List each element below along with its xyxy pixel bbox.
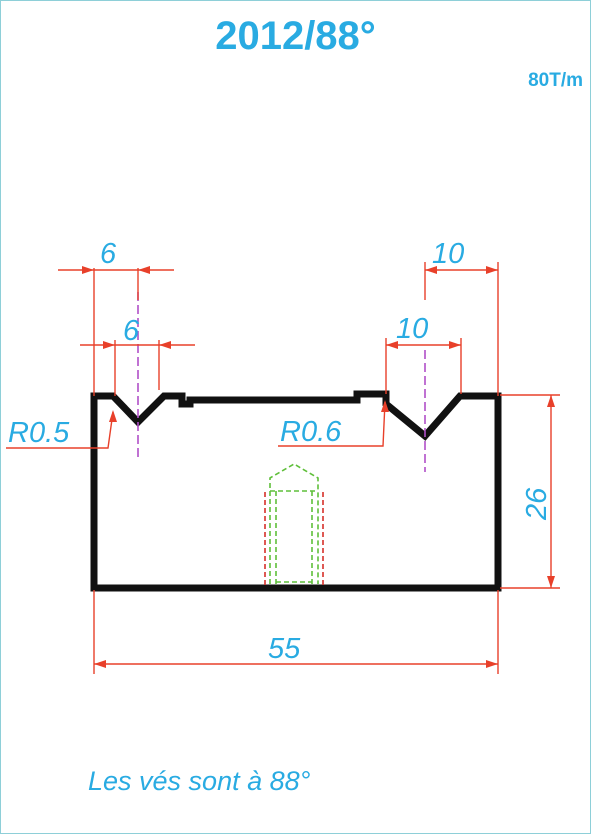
die-title: 2012/88° — [215, 14, 376, 58]
dim-left-radius: R0.5 — [8, 417, 70, 449]
hidden-bolt-hole — [264, 463, 324, 588]
tonnage-rating: 80T/m — [528, 70, 583, 91]
dim-overall-width: 55 — [268, 633, 301, 665]
die-profile — [90, 390, 502, 592]
dim-right-radius: R0.6 — [280, 416, 342, 448]
dim-left-vee-width: 6 — [123, 315, 140, 347]
vee-angle-note: Les vés sont à 88° — [88, 766, 311, 796]
dim-top-right-width: 10 — [432, 238, 464, 270]
dimension-lines — [6, 262, 560, 674]
dim-height: 26 — [521, 487, 553, 521]
dimension-arrows — [82, 266, 555, 668]
dim-right-vee-width: 10 — [396, 313, 428, 345]
dim-top-left-width: 6 — [100, 238, 117, 270]
